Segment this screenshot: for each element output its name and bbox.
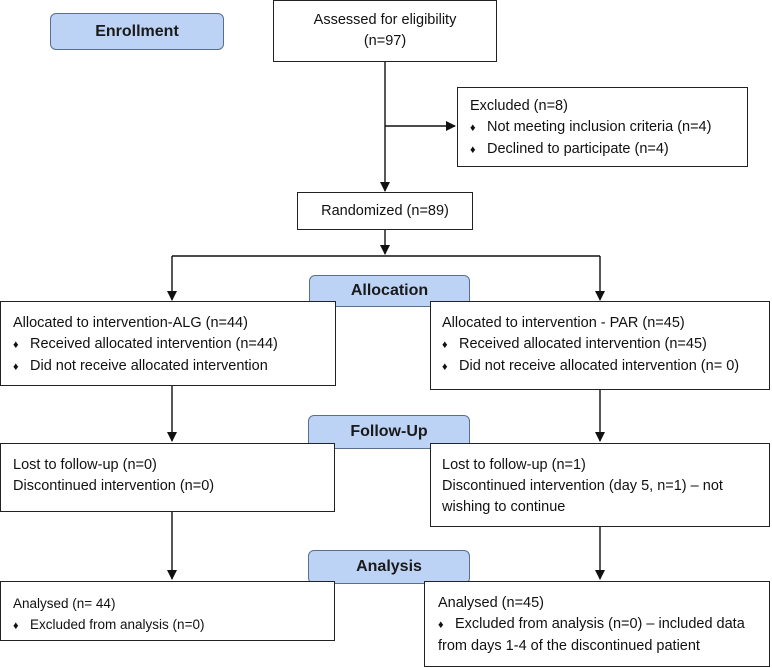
allocation-left-item: ♦ Received allocated intervention (n=44)	[13, 334, 335, 356]
allocation-right-item-text: Received allocated intervention (n=45)	[459, 336, 707, 352]
bullet-icon: ♦	[470, 122, 476, 134]
assessed-label: Assessed for eligibility	[313, 12, 457, 28]
allocation-right-box: Allocated to intervention - PAR (n=45) ♦…	[430, 301, 770, 390]
stage-analysis-label: Analysis	[356, 558, 422, 575]
excluded-item: ♦ Declined to participate (n=4)	[470, 139, 747, 161]
bullet-icon: ♦	[13, 620, 19, 632]
allocation-left-item: ♦ Did not receive allocated intervention	[13, 356, 335, 378]
excluded-title: Excluded (n=8)	[470, 98, 568, 114]
excluded-item-text: Not meeting inclusion criteria (n=4)	[487, 119, 712, 135]
allocation-left-item-text: Received allocated intervention (n=44)	[30, 336, 278, 352]
allocation-right-item: ♦ Received allocated intervention (n=45)	[442, 334, 769, 356]
bullet-icon: ♦	[13, 339, 19, 351]
followup-left-lost: Lost to follow-up (n=0)	[13, 457, 157, 473]
excluded-item-text: Declined to participate (n=4)	[487, 141, 669, 157]
bullet-icon: ♦	[442, 339, 448, 351]
allocation-left-item-text: Did not receive allocated intervention	[30, 358, 268, 374]
allocation-left-title: Allocated to intervention-ALG (n=44)	[13, 315, 248, 331]
allocation-right-item: ♦ Did not receive allocated intervention …	[442, 356, 769, 378]
followup-right-box: Lost to follow-up (n=1) Discontinued int…	[430, 443, 770, 527]
analysis-right-item: ♦ Excluded from analysis (n=0) – included…	[438, 614, 769, 636]
stage-enrollment: Enrollment	[50, 13, 224, 50]
followup-left-discontinued: Discontinued intervention (n=0)	[13, 478, 215, 494]
randomized-label: Randomized (n=89)	[321, 203, 449, 219]
stage-enrollment-label: Enrollment	[95, 22, 179, 40]
stage-allocation-label: Allocation	[350, 282, 429, 299]
allocation-right-title: Allocated to intervention - PAR (n=45)	[442, 315, 685, 331]
analysis-left-item: ♦ Excluded from analysis (n=0)	[13, 614, 334, 637]
assessed-box: Assessed for eligibility (n=97)	[273, 0, 497, 62]
analysis-left-item-text: Excluded from analysis (n=0)	[30, 617, 205, 632]
analysis-right-box: Analysed (n=45) ♦ Excluded from analysis …	[424, 581, 770, 667]
analysis-right-item-text: Excluded from analysis (n=0) – included …	[455, 616, 745, 632]
assessed-count: (n=97)	[363, 33, 407, 49]
analysis-left-box: Analysed (n= 44) ♦ Excluded from analysis…	[0, 581, 335, 641]
followup-left-box: Lost to follow-up (n=0) Discontinued int…	[0, 443, 335, 512]
allocation-right-item-text: Did not receive allocated intervention (…	[459, 358, 740, 374]
bullet-icon: ♦	[442, 361, 448, 373]
followup-right-lost: Lost to follow-up (n=1)	[442, 457, 586, 473]
followup-right-discontinued-cont: wishing to continue	[442, 499, 566, 515]
allocation-left-box: Allocated to intervention-ALG (n=44) ♦ Re…	[0, 301, 336, 386]
bullet-icon: ♦	[438, 619, 444, 631]
bullet-icon: ♦	[13, 361, 19, 373]
followup-right-discontinued: Discontinued intervention (day 5, n=1) –…	[442, 478, 723, 494]
excluded-box: Excluded (n=8) ♦ Not meeting inclusion cr…	[457, 87, 748, 167]
stage-followup-label: Follow-Up	[350, 423, 428, 440]
analysis-right-title: Analysed (n=45)	[438, 595, 544, 611]
analysis-left-title: Analysed (n= 44)	[13, 596, 116, 611]
analysis-right-item-cont: from days 1-4 of the discontinued patien…	[438, 638, 700, 654]
excluded-item: ♦ Not meeting inclusion criteria (n=4)	[470, 117, 747, 139]
bullet-icon: ♦	[470, 144, 476, 156]
stage-analysis: Analysis	[308, 550, 470, 584]
randomized-box: Randomized (n=89)	[297, 192, 473, 230]
